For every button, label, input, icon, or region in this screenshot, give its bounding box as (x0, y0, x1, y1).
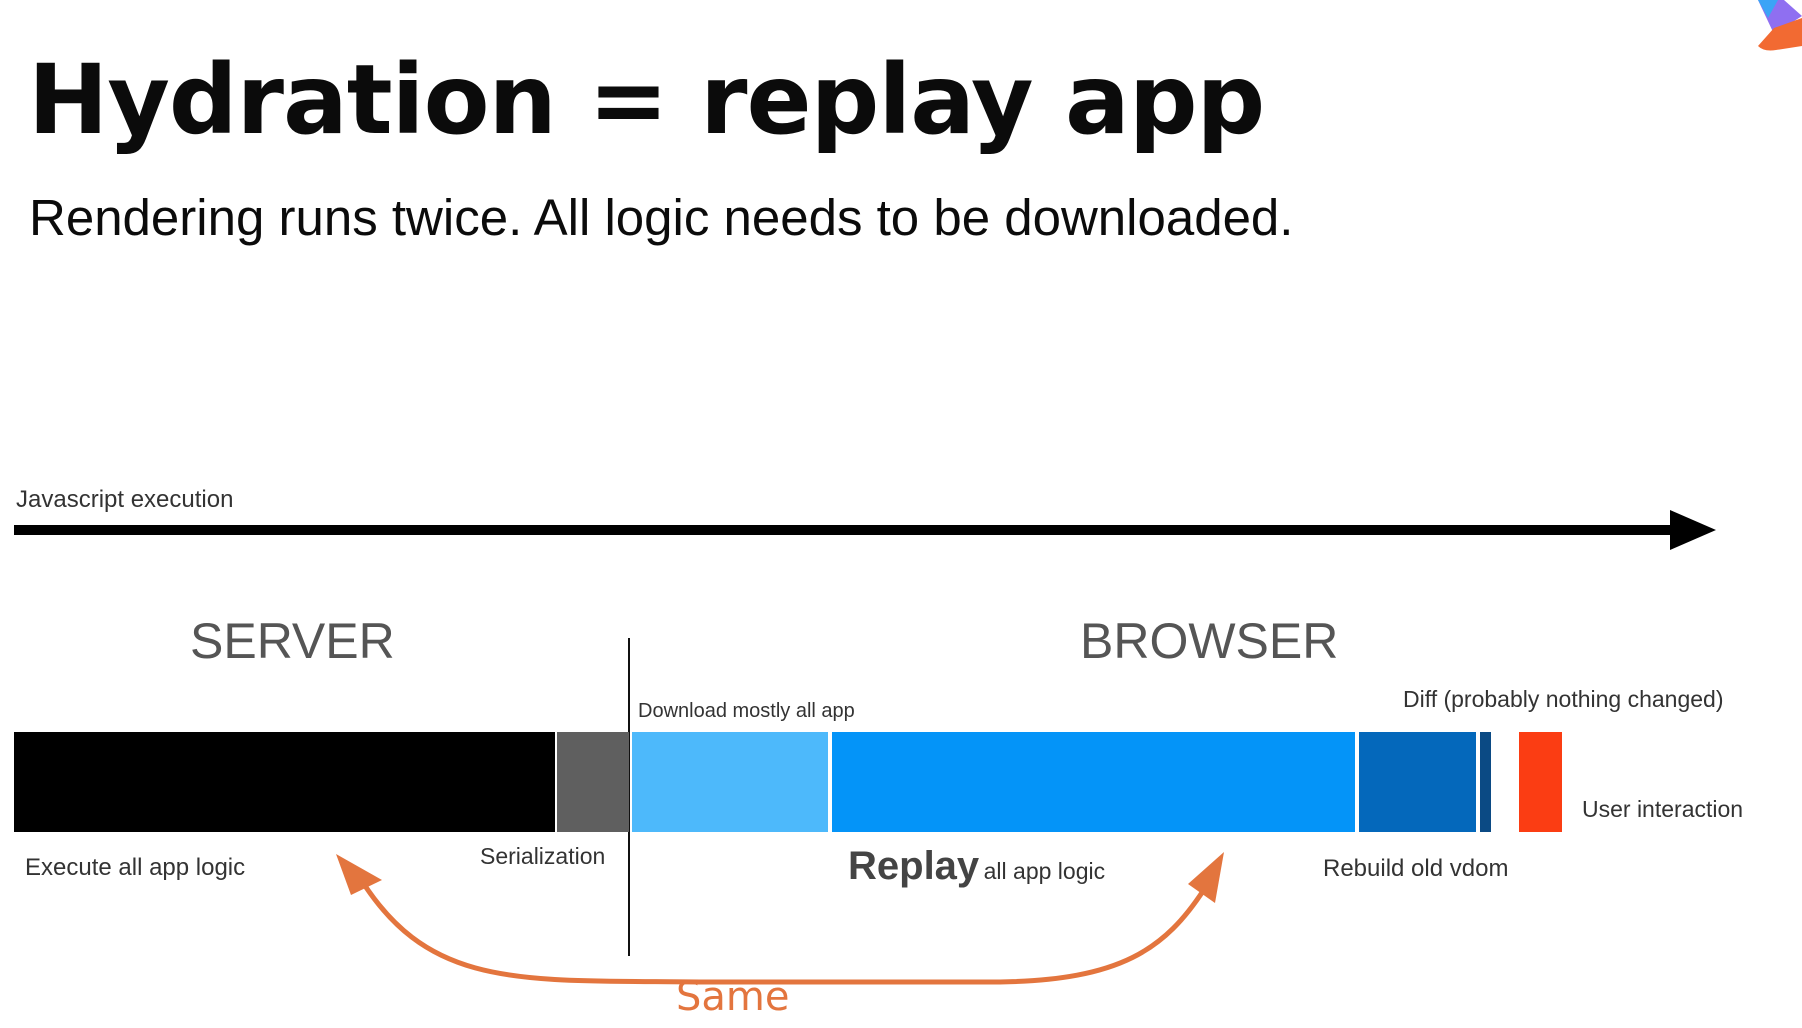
slide-title: Hydration = replay app (28, 44, 1265, 156)
replay-label-sub: all app logic (983, 858, 1106, 884)
slide-subtitle: Rendering runs twice. All logic needs to… (29, 189, 1294, 246)
user-interaction-label: User interaction (1582, 796, 1744, 822)
server-browser-divider (628, 638, 630, 956)
timeline-arrow-head (1670, 510, 1716, 550)
serialization-segment (557, 732, 629, 832)
download-segment (632, 732, 828, 832)
same-arrow-right-head (1188, 852, 1224, 903)
serialization-label: Serialization (480, 843, 606, 869)
rebuild-segment (1359, 732, 1476, 832)
user-interaction-segment (1519, 732, 1562, 832)
execute-segment (14, 732, 555, 832)
replay-label: Replay all app logic (848, 844, 1105, 889)
same-arrow-left-head (336, 854, 382, 895)
diff-segment (1480, 732, 1491, 832)
brand-logo (1758, 0, 1802, 51)
same-label: Same (676, 974, 790, 1020)
replay-segment (832, 732, 1355, 832)
same-arrow-curve (357, 876, 1208, 985)
execute-label: Execute all app logic (25, 854, 246, 881)
download-label: Download mostly all app (638, 700, 855, 722)
replay-label-main: Replay (848, 844, 980, 888)
timeline-arrow (14, 510, 1716, 550)
logo-orange-shape (1758, 18, 1802, 51)
timeline-label: Javascript execution (16, 486, 234, 513)
server-heading: SERVER (190, 613, 395, 669)
logo-blue-shape (1758, 0, 1778, 18)
same-arrow (336, 852, 1224, 985)
rebuild-label: Rebuild old vdom (1323, 855, 1509, 882)
diff-label: Diff (probably nothing changed) (1403, 686, 1724, 712)
browser-heading: BROWSER (1080, 613, 1339, 669)
